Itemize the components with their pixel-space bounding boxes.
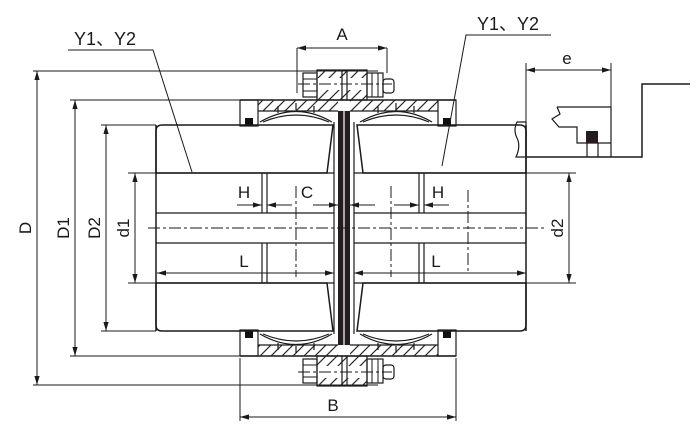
bolt-nut [366,72,384,98]
leader-right [441,34,551,167]
label-d1: d1 [114,219,133,238]
label-D1: D1 [54,217,73,239]
sleeve-top-wall-right [350,100,438,111]
label-A: A [336,25,348,44]
seal-ring [443,330,451,338]
dimension-lines [34,45,611,420]
sleeve-bottom-wall-left [258,345,338,356]
e-detail-view [514,83,690,158]
seal-ring [245,330,253,338]
label-e: e [562,49,571,68]
label-leader-left: Y1、Y2 [74,29,136,49]
centerlines [148,83,545,373]
label-L-left: L [239,252,248,271]
left-hub-top-section [155,124,334,174]
seal-ring [443,118,451,126]
right-hub [353,122,527,334]
label-B: B [327,396,338,415]
sleeve-stub [514,121,527,158]
leader-lines [68,34,551,173]
label-H-left: H [238,183,250,202]
label-D: D [16,222,35,234]
sleeve-bottom-wall-right [350,345,438,356]
label-leader-right: Y1、Y2 [477,14,539,34]
label-D2: D2 [85,217,104,239]
bolt-tip [382,78,395,94]
left-hub [155,122,335,334]
gear-teeth-crowns [259,103,433,353]
set-screw [586,131,598,143]
right-hub-top-section [356,124,527,174]
leader-left [68,49,193,173]
bottom-flange-bolt [302,355,395,387]
sleeve-top-wall-left [258,100,338,111]
label-d2: d2 [548,219,567,238]
label-H-right: H [432,183,444,202]
label-C: C [301,183,313,202]
label-L-right: L [431,252,440,271]
top-flange-bolt [302,69,395,101]
bolt-nut [366,358,384,384]
dimension-labels: Y1、Y2 Y1、Y2 A e B H H C L L D D1 D2 d1 d… [16,14,572,415]
right-hub-bottom-section [356,282,527,332]
bolt-head [302,72,318,98]
left-hub-bottom-section [155,282,334,332]
seal-ring [245,118,253,126]
bolt-head [302,358,318,384]
